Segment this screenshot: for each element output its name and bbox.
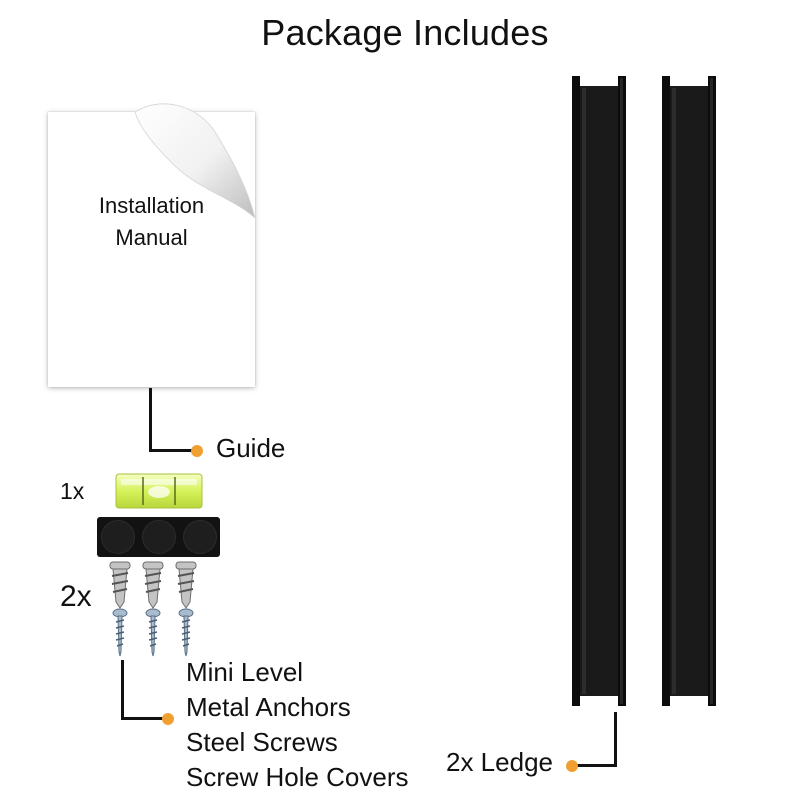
guide-label: Guide xyxy=(216,433,286,463)
hardware-item-steel-screws: Steel Screws xyxy=(186,727,338,757)
ledge-rail-1 xyxy=(572,76,626,706)
metal-anchor-icon xyxy=(109,561,131,609)
metal-anchor-icon xyxy=(142,561,164,609)
steel-screw-icon xyxy=(178,608,194,657)
qty-level: 1x xyxy=(60,478,85,504)
hardware-item-metal-anchors: Metal Anchors xyxy=(186,692,351,722)
steel-screw-icon xyxy=(112,608,128,657)
mini-level-icon xyxy=(115,473,203,509)
hardware-list: Mini Level Metal Anchors Steel Screws Sc… xyxy=(186,655,409,795)
hardware-leader-vertical xyxy=(121,660,124,719)
steel-screw-icon xyxy=(145,608,161,657)
hardware-item-screw-hole-covers: Screw Hole Covers xyxy=(186,762,409,792)
metal-anchors xyxy=(109,561,197,609)
hardware-item-mini-level: Mini Level xyxy=(186,657,304,687)
steel-screws xyxy=(112,608,194,657)
manual-text: Installation Manual xyxy=(48,190,255,254)
manual-line-2: Manual xyxy=(115,225,188,250)
screw-hole-cover xyxy=(100,520,135,554)
guide-leader-horizontal xyxy=(149,449,195,452)
screw-hole-covers xyxy=(97,517,220,557)
metal-anchor-icon xyxy=(175,561,197,609)
guide-leader-vertical xyxy=(149,388,152,451)
page-curl-icon xyxy=(135,103,256,220)
manual-line-1: Installation xyxy=(98,193,205,218)
ledge-rail-2 xyxy=(662,76,716,706)
ledge-label: 2x Ledge xyxy=(446,747,553,777)
hardware-leader-horizontal xyxy=(121,717,166,720)
screw-hole-cover xyxy=(141,520,176,554)
qty-hardware: 2x xyxy=(60,580,92,613)
guide-dot xyxy=(191,445,203,457)
ledge-dot xyxy=(566,760,578,772)
ledge-leader-vertical xyxy=(614,712,617,767)
ledge-leader-horizontal xyxy=(577,764,617,767)
screw-hole-cover xyxy=(182,520,217,554)
hardware-dot xyxy=(162,713,174,725)
page-title: Package Includes xyxy=(261,12,549,53)
